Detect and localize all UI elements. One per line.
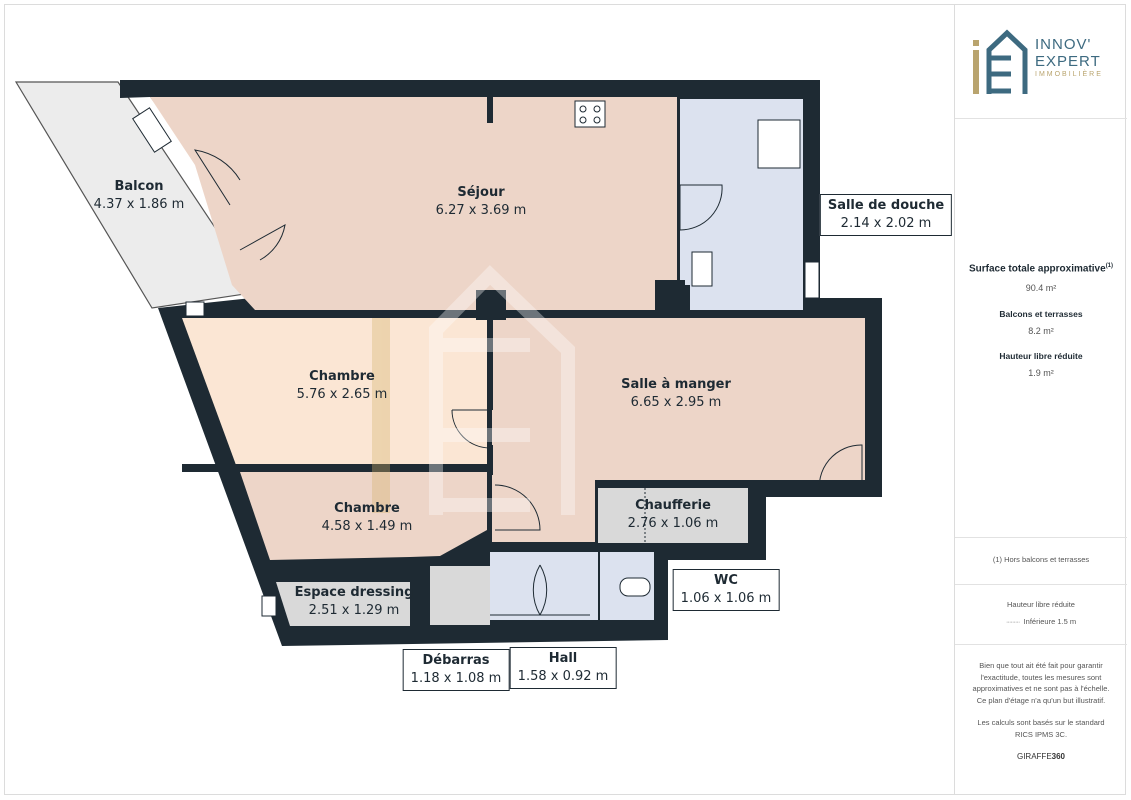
door-swing (239, 224, 286, 261)
footnote: (1) Hors balcons et terrasses (992, 555, 1090, 564)
room-chambre-1 (182, 318, 487, 465)
notes-block: Bien que tout ait été fait pour garantir… (955, 660, 1127, 761)
toilet-icon (619, 577, 651, 597)
wall (487, 318, 493, 410)
info-panel: INNOV' EXPERT IMMOBILIÈRE Surface totale… (954, 4, 1127, 795)
room-espace-dressing (276, 582, 425, 626)
watermark-logo (372, 265, 575, 515)
reduced-height-value: 1.9 m² (1028, 368, 1054, 378)
sink-icon (691, 251, 713, 287)
wall (476, 290, 506, 320)
window (261, 595, 277, 617)
reduced-height-label: Hauteur libre réduite (999, 351, 1083, 361)
total-area-value: 90.4 m² (1025, 283, 1057, 293)
door-swing (818, 444, 863, 496)
company-logo: INNOV' EXPERT IMMOBILIÈRE (971, 28, 1121, 98)
room-chambre-2 (240, 472, 487, 560)
floor-plan (14, 80, 882, 646)
door-swing (679, 184, 723, 231)
wall (410, 557, 430, 627)
page-frame (4, 4, 1126, 795)
window (804, 261, 820, 299)
balcony-area-value: 8.2 m² (1028, 326, 1054, 336)
door-swing (494, 484, 541, 531)
logo-mark-icon (973, 29, 1028, 94)
shower-icon (757, 119, 801, 169)
room-chaufferie (598, 488, 748, 543)
window (132, 107, 172, 153)
total-area-label: Surface totale approximative(1) (968, 263, 1114, 275)
window (185, 301, 205, 317)
legend-item: ········· Inférieure 1.5 m (1005, 617, 1077, 626)
giraffe360-brand: GIRAFFE360 (1016, 752, 1066, 761)
room-hall (490, 552, 598, 620)
standard-note: Les calculs sont basés sur le standard R… (977, 718, 1105, 739)
room-debarras (430, 566, 490, 625)
wall (182, 464, 487, 472)
room-salle-a-manger (492, 318, 865, 542)
wall (487, 97, 493, 123)
disclaimer: Bien que tout ait été fait pour garantir… (972, 661, 1110, 705)
room-sejour (150, 97, 677, 310)
cooktop-icon (574, 100, 606, 128)
door-swing (490, 564, 590, 616)
dotted-line-icon: ········· (1005, 617, 1021, 626)
legend-title: Hauteur libre réduite (1007, 600, 1075, 609)
door-swing (193, 149, 241, 206)
door-swing (451, 409, 491, 449)
wall (487, 445, 493, 475)
wall (655, 280, 685, 310)
balcony-area-label: Balcons et terrasses (999, 309, 1083, 319)
